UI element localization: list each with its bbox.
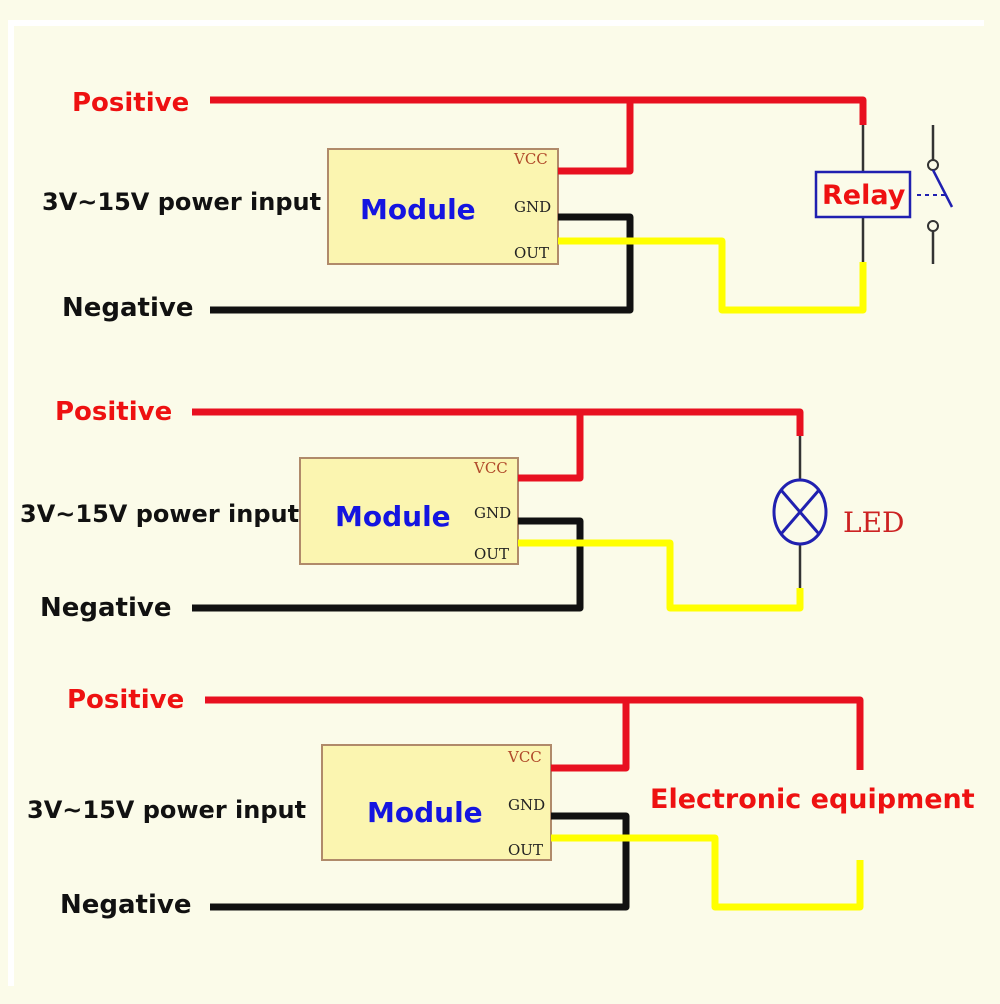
signal-wire bbox=[551, 834, 864, 911]
relay-switch-icon bbox=[917, 125, 954, 264]
vcc-wire bbox=[558, 100, 634, 175]
pin-out-label: OUT bbox=[514, 244, 549, 262]
module-label: Module bbox=[360, 193, 476, 226]
equipment-label: Electronic equipment bbox=[650, 784, 975, 815]
positive-wire bbox=[192, 408, 804, 436]
signal-wire bbox=[518, 539, 804, 612]
negative-label: Negative bbox=[60, 890, 191, 920]
pin-out-label: OUT bbox=[508, 841, 543, 859]
module-label: Module bbox=[335, 500, 451, 533]
negative-wire bbox=[192, 517, 584, 612]
power-input-label: 3V~15V power input bbox=[27, 796, 306, 824]
signal-wire bbox=[558, 237, 867, 314]
positive-wire bbox=[210, 96, 867, 125]
pin-vcc-label: VCC bbox=[513, 150, 548, 168]
vcc-wire bbox=[518, 412, 584, 482]
circuit-equipment: Positive 3V~15V power input Negative Mod… bbox=[27, 685, 975, 920]
positive-label: Positive bbox=[72, 88, 189, 118]
circuit-relay: Positive 3V~15V power input Negative Mod… bbox=[42, 88, 954, 323]
pin-out-label: OUT bbox=[474, 545, 509, 563]
power-input-label: 3V~15V power input bbox=[20, 500, 299, 528]
pin-vcc-label: VCC bbox=[507, 748, 542, 766]
module-box bbox=[299, 457, 519, 565]
pin-vcc-label: VCC bbox=[473, 459, 508, 477]
positive-label: Positive bbox=[67, 685, 184, 715]
pin-gnd-label: GND bbox=[514, 198, 551, 216]
background-frame bbox=[8, 20, 984, 986]
positive-wire bbox=[205, 696, 864, 770]
pin-gnd-label: GND bbox=[474, 504, 511, 522]
relay-box bbox=[814, 170, 912, 219]
led-lamp-icon bbox=[772, 478, 828, 546]
led-label: LED bbox=[843, 506, 904, 539]
vcc-wire bbox=[551, 700, 630, 772]
negative-label: Negative bbox=[62, 293, 193, 323]
circuit-led: Positive 3V~15V power input Negative Mod… bbox=[20, 397, 904, 623]
module-label: Module bbox=[367, 796, 483, 829]
module-box bbox=[327, 148, 559, 265]
relay-label: Relay bbox=[822, 180, 906, 211]
module-box bbox=[321, 744, 552, 861]
negative-wire bbox=[210, 812, 630, 911]
pin-gnd-label: GND bbox=[508, 796, 545, 814]
negative-label: Negative bbox=[40, 593, 171, 623]
negative-wire bbox=[210, 213, 634, 314]
positive-label: Positive bbox=[55, 397, 172, 427]
power-input-label: 3V~15V power input bbox=[42, 188, 321, 216]
